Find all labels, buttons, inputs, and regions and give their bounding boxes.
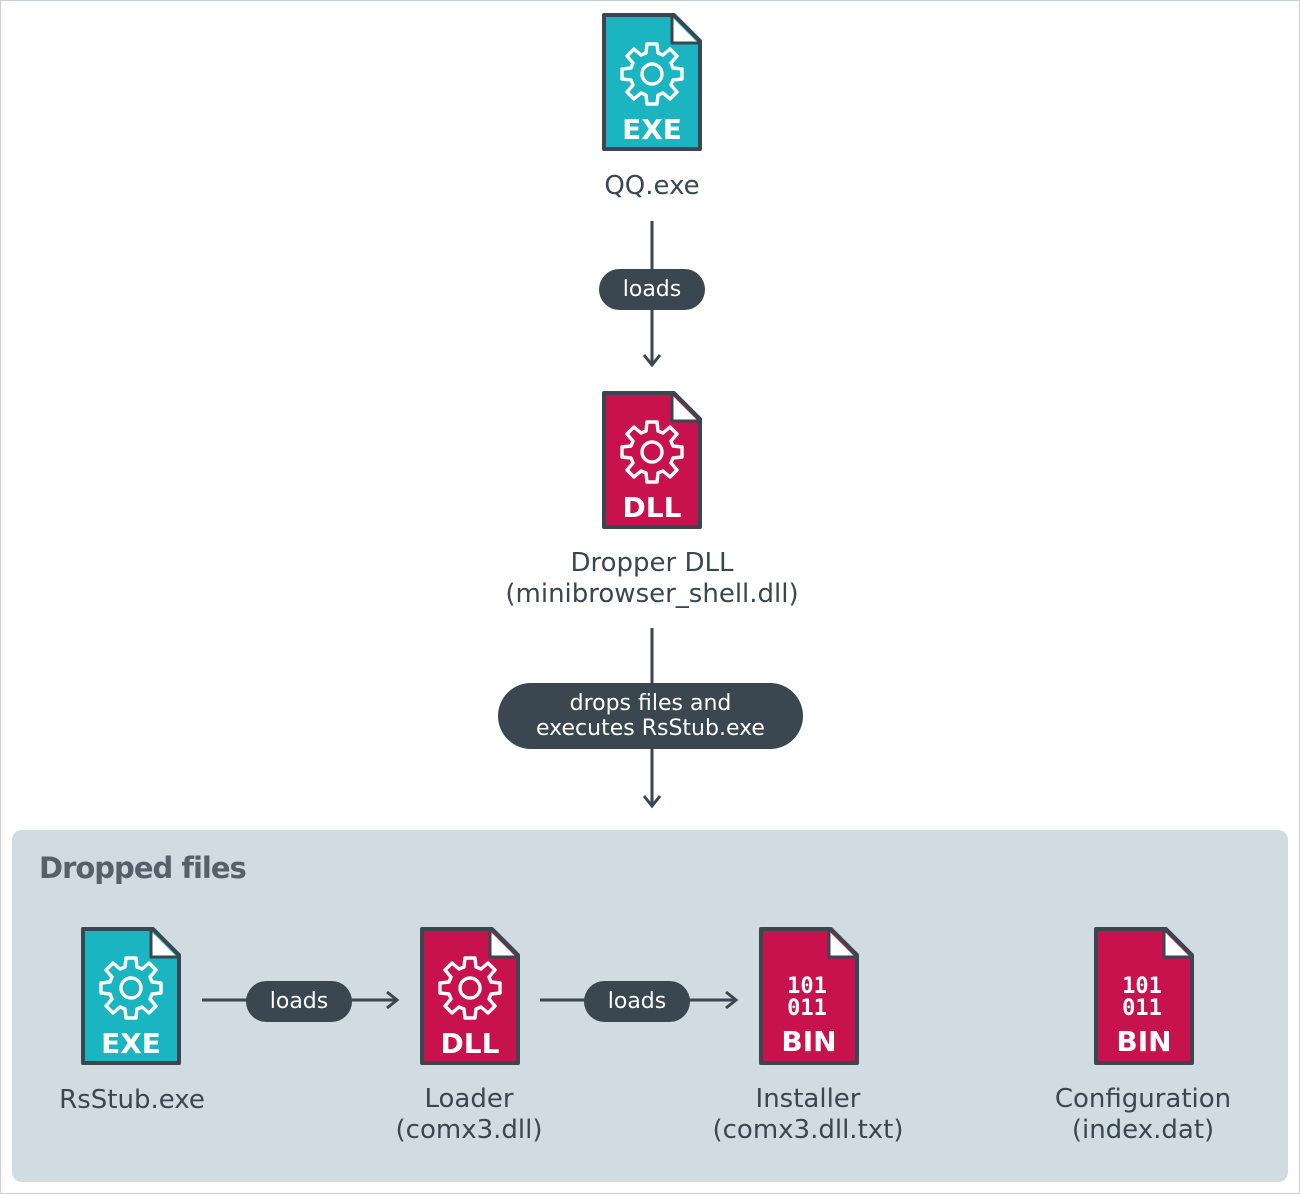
edge-label-text-line1: drops files and [569, 691, 732, 716]
svg-text:DLL: DLL [623, 491, 682, 524]
bin-file-icon: 101 011 BIN [1094, 927, 1194, 1065]
edge-label-drops-files: drops files and executes RsStub.exe [498, 683, 803, 749]
installer-name: Installer [755, 1084, 861, 1114]
svg-text:BIN: BIN [781, 1025, 836, 1058]
loader-filename: (comx3.dll) [395, 1115, 543, 1145]
exe-file-icon: EXE [602, 13, 702, 151]
edge-label-loads: loads [246, 981, 352, 1022]
bin-file-icon: 101 011 BIN [759, 927, 859, 1065]
configuration-filename: (index.dat) [1071, 1115, 1215, 1145]
svg-text:011: 011 [787, 996, 827, 1021]
configuration-name: Configuration [1054, 1084, 1232, 1114]
svg-text:DLL: DLL [441, 1027, 500, 1060]
arrowhead [725, 990, 739, 1010]
dropper-name: Dropper DLL [570, 548, 734, 578]
edge-label-loads: loads [599, 269, 705, 310]
dropper-filename: (minibrowser_shell.dll) [505, 579, 799, 609]
dropped-files-title: Dropped files [39, 851, 247, 885]
qq-label: QQ.exe [604, 171, 700, 201]
svg-text:EXE: EXE [101, 1027, 161, 1060]
svg-text:EXE: EXE [622, 113, 682, 146]
edge-label-text: loads [622, 277, 682, 302]
node-label-loader: Loader (comx3.dll) [396, 1084, 543, 1146]
edge-label-text: loads [607, 989, 667, 1014]
node-label-configuration: Configuration (index.dat) [1055, 1084, 1231, 1146]
arrowhead [386, 990, 400, 1010]
installer-filename: (comx3.dll.txt) [712, 1115, 904, 1145]
svg-text:011: 011 [1122, 996, 1162, 1021]
node-label-installer: Installer (comx3.dll.txt) [712, 1084, 903, 1146]
svg-text:101: 101 [1122, 974, 1162, 999]
svg-text:BIN: BIN [1116, 1025, 1171, 1058]
edge-label-loads: loads [584, 981, 690, 1022]
arrowhead [642, 795, 662, 809]
edge-label-text: loads [269, 989, 329, 1014]
arrowhead [642, 354, 662, 368]
rsstub-label: RsStub.exe [59, 1085, 205, 1115]
edge-label-text-line2: executes RsStub.exe [536, 716, 765, 741]
node-label-qq: QQ.exe [604, 171, 699, 202]
node-label-rsstub: RsStub.exe [59, 1085, 205, 1116]
exe-file-icon: EXE [81, 927, 181, 1065]
dll-file-icon: DLL [420, 927, 520, 1065]
node-label-dropper: Dropper DLL (minibrowser_shell.dll) [505, 548, 798, 610]
svg-text:101: 101 [787, 974, 827, 999]
loader-name: Loader [424, 1084, 514, 1114]
dll-file-icon: DLL [602, 391, 702, 529]
